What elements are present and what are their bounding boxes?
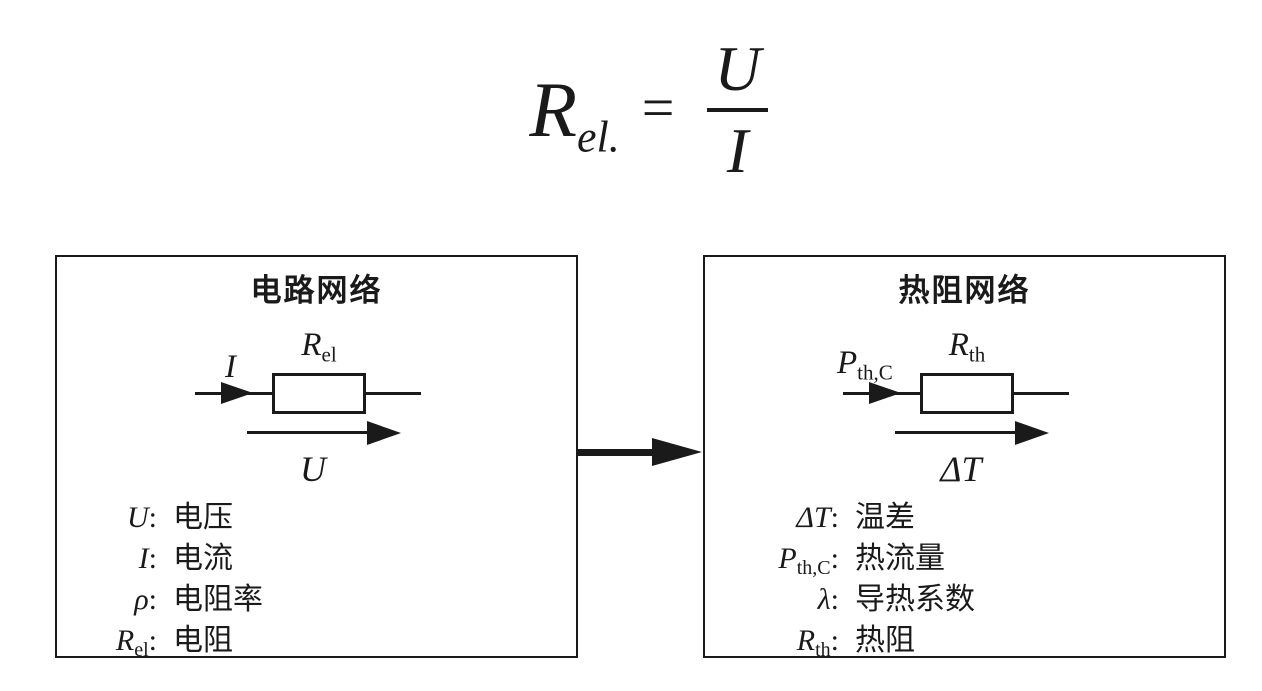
legend-row: Pth,C: 热流量 xyxy=(721,540,975,578)
legend-row: ρ: 电阻率 xyxy=(73,581,263,619)
legend-row: Rel: 电阻 xyxy=(73,622,263,660)
legend-colon: : xyxy=(830,542,839,575)
current-label: I xyxy=(225,349,236,385)
legend-symbol: Rel: xyxy=(73,622,157,660)
legend-colon: : xyxy=(830,624,839,657)
legend-symbol: ΔT: xyxy=(721,499,839,537)
output-wire xyxy=(365,392,421,395)
analogy-arrowhead-icon xyxy=(652,438,702,466)
legend-symbol: U: xyxy=(73,499,157,537)
legend-symbol-base: λ xyxy=(817,583,831,616)
legend-description: 热阻 xyxy=(855,624,915,657)
legend-description: 电流 xyxy=(173,542,233,575)
current-arrowhead-icon xyxy=(221,382,253,404)
legend-description: 电阻 xyxy=(173,624,233,657)
ohms-law-formula: Rel. = U I xyxy=(0,22,1262,197)
legend-symbol-base: U xyxy=(126,501,149,534)
legend-symbol: I: xyxy=(73,540,157,578)
resistor-label-base: R xyxy=(301,327,322,363)
electrical-legend: U: 电压 I: 电流 ρ: 电阻率 Rel: 电阻 xyxy=(73,499,263,660)
legend-symbol-base: R xyxy=(115,624,135,657)
tempdiff-arrowhead-icon xyxy=(1015,421,1049,445)
heatflow-arrowhead-icon xyxy=(869,382,901,404)
thermal-legend: ΔT: 温差 Pth,C: 热流量 λ: 导热系数 Rth: 热阻 xyxy=(721,499,975,660)
thermal-resistor-label: Rth xyxy=(920,327,1014,365)
resistor-label-subscript: el xyxy=(321,342,337,367)
legend-colon: : xyxy=(830,501,839,534)
legend-row: ΔT: 温差 xyxy=(721,499,975,537)
legend-symbol-base: ΔT xyxy=(796,501,831,534)
legend-description: 热流量 xyxy=(855,542,945,575)
legend-description: 导热系数 xyxy=(855,583,975,616)
voltage-arrowhead-icon xyxy=(367,421,401,445)
voltage-arrow-line xyxy=(247,431,369,434)
legend-colon: : xyxy=(830,583,839,616)
legend-symbol: ρ: xyxy=(73,581,157,619)
legend-row: I: 电流 xyxy=(73,540,263,578)
legend-row: U: 电压 xyxy=(73,499,263,537)
formula-fraction: U I xyxy=(696,33,778,185)
legend-symbol-base: P xyxy=(778,542,797,575)
legend-symbol: λ: xyxy=(721,581,839,619)
thermal-resistor-label-subscript: th xyxy=(968,342,986,367)
thermal-resistor-symbol xyxy=(920,373,1014,414)
resistor-label: Rel xyxy=(272,327,366,365)
legend-colon: : xyxy=(148,624,157,657)
heatflow-label: Pth,C xyxy=(837,345,893,383)
electrical-panel-title: 电路网络 xyxy=(250,273,383,308)
tempdiff-label: ΔT xyxy=(940,449,982,489)
legend-symbol: Rth: xyxy=(721,622,839,660)
legend-colon: : xyxy=(148,501,157,534)
heatflow-label-subscript: th,C xyxy=(857,360,893,385)
legend-row: λ: 导热系数 xyxy=(721,581,975,619)
legend-symbol-base: R xyxy=(796,624,816,657)
legend-colon: : xyxy=(148,583,157,616)
legend-symbol-sub: th,C xyxy=(796,557,831,579)
legend-row: Rth: 热阻 xyxy=(721,622,975,660)
legend-symbol-sub: th xyxy=(815,639,831,661)
tempdiff-arrow-line xyxy=(895,431,1017,434)
formula-denominator: I xyxy=(706,107,769,185)
formula-lhs: Rel. xyxy=(529,70,619,158)
voltage-label: U xyxy=(300,449,326,489)
analogy-arrow-line xyxy=(578,449,658,456)
legend-symbol: Pth,C: xyxy=(721,540,839,578)
thermal-output-wire xyxy=(1013,392,1069,395)
formula-lhs-base: R xyxy=(529,65,577,153)
thermal-network-panel: 热阻网络 Pth,C Rth ΔT ΔT: 温差 Pth,C: 热流量 λ: 导… xyxy=(703,255,1226,660)
legend-symbol-base: I xyxy=(138,542,149,575)
resistor-symbol xyxy=(272,373,366,414)
formula-equals-sign: = xyxy=(641,74,675,140)
formula-numerator: U xyxy=(714,33,761,105)
legend-description: 电压 xyxy=(173,501,233,534)
electrical-network-panel: 电路网络 I Rel U U: 电压 I: 电流 ρ: 电阻率 Rel: xyxy=(55,255,578,660)
formula-lhs-subscript: el. xyxy=(576,111,620,161)
legend-symbol-sub: el xyxy=(134,639,149,661)
heatflow-label-base: P xyxy=(837,345,858,381)
legend-colon: : xyxy=(148,542,157,575)
legend-symbol-base: ρ xyxy=(134,583,149,616)
legend-description: 电阻率 xyxy=(173,583,263,616)
thermal-panel-title: 热阻网络 xyxy=(898,273,1031,308)
thermal-resistor-label-base: R xyxy=(948,327,969,363)
legend-description: 温差 xyxy=(855,501,915,534)
